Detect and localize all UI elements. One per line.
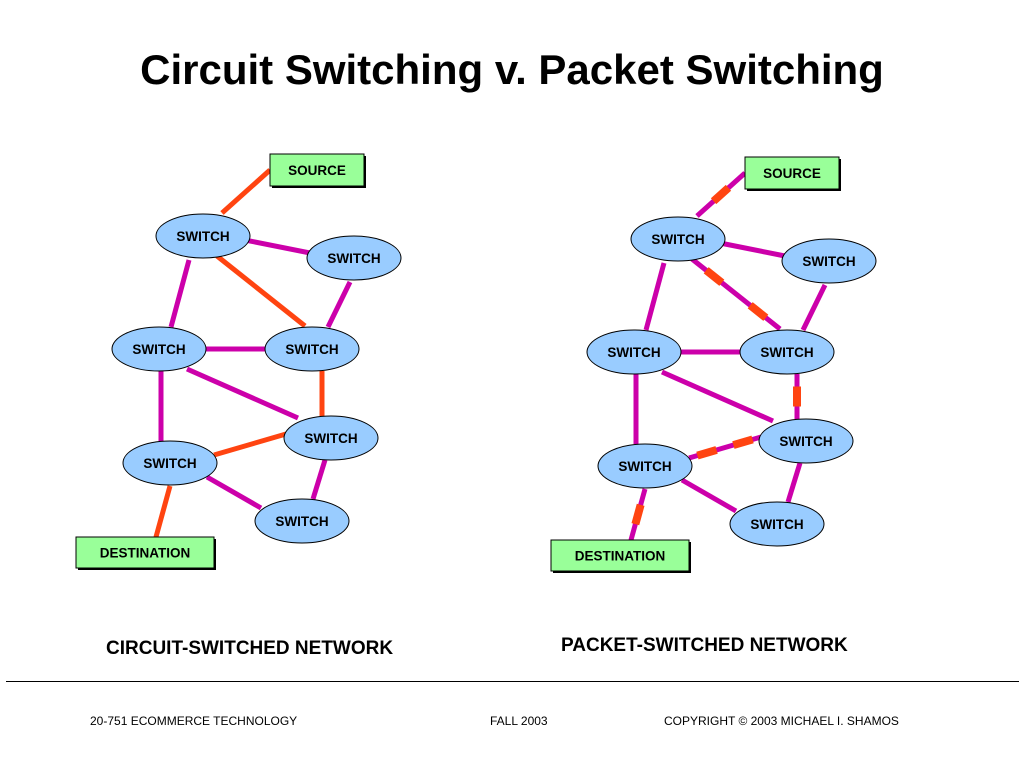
switch-node: SWITCH	[306, 235, 402, 281]
switch-node: SWITCH	[781, 238, 877, 284]
circuit-network-caption: CIRCUIT-SWITCHED NETWORK	[106, 638, 394, 659]
circuit-path-link	[220, 168, 272, 215]
slide-title: Circuit Switching v. Packet Switching	[140, 46, 884, 93]
network-link	[185, 366, 300, 421]
network-link	[244, 237, 311, 256]
switch-label: SWITCH	[779, 434, 832, 449]
switch-label: SWITCH	[750, 517, 803, 532]
source-node: SOURCE	[744, 156, 841, 191]
packet-segment	[732, 435, 754, 449]
switch-node: SWITCH	[254, 498, 350, 544]
footer-course: 20-751 ECOMMERCE TECHNOLOGY	[90, 714, 298, 728]
switch-node: SWITCH	[264, 326, 360, 372]
switch-label: SWITCH	[304, 431, 357, 446]
network-link	[800, 283, 828, 332]
switch-node: SWITCH	[155, 213, 251, 259]
destination-label: DESTINATION	[575, 549, 666, 564]
destination-label: DESTINATION	[100, 546, 191, 561]
footer-term: FALL 2003	[490, 714, 548, 728]
switch-node: SWITCH	[586, 329, 682, 375]
network-link	[660, 369, 775, 424]
packet-segment	[703, 267, 725, 286]
switch-label: SWITCH	[607, 345, 660, 360]
packet-switched-network: SOURCE DESTINATION SWITCH SWITCH SWITCH SWITC…	[550, 156, 877, 573]
circuit-path-link	[153, 485, 173, 538]
packet-segment	[710, 184, 732, 205]
switch-node: SWITCH	[758, 418, 854, 464]
packet-network-caption: PACKET-SWITCHED NETWORK	[561, 635, 848, 656]
switch-node: SWITCH	[597, 443, 693, 489]
network-link	[643, 262, 667, 331]
switch-label: SWITCH	[327, 251, 380, 266]
destination-node: DESTINATION	[550, 539, 691, 573]
switch-label: SWITCH	[176, 229, 229, 244]
switch-node: SWITCH	[111, 326, 207, 372]
footer-copyright: COPYRIGHT © 2003 MICHAEL I. SHAMOS	[664, 714, 899, 728]
switch-node: SWITCH	[122, 440, 218, 486]
packet-segment	[747, 302, 769, 321]
switch-label: SWITCH	[275, 514, 328, 529]
network-link	[785, 462, 803, 503]
switch-label: SWITCH	[285, 342, 338, 357]
source-label: SOURCE	[288, 163, 346, 178]
network-link	[168, 259, 192, 328]
switch-node: SWITCH	[739, 329, 835, 375]
switch-node: SWITCH	[630, 216, 726, 262]
switch-label: SWITCH	[132, 342, 185, 357]
network-link	[719, 240, 786, 259]
switch-label: SWITCH	[143, 456, 196, 471]
source-node: SOURCE	[269, 153, 366, 188]
packet-segment	[696, 446, 718, 460]
switch-label: SWITCH	[760, 345, 813, 360]
switch-label: SWITCH	[802, 254, 855, 269]
circuit-path-link	[213, 431, 287, 458]
network-link	[680, 477, 738, 514]
switch-node: SWITCH	[729, 501, 825, 547]
footer-divider	[6, 681, 1019, 682]
packet-segment	[631, 503, 645, 526]
switch-node: SWITCH	[283, 415, 379, 461]
network-link	[325, 280, 353, 329]
circuit-switched-network: SOURCE DESTINATION SWITCH SWITCH SWITCH SWITC…	[75, 153, 402, 570]
source-label: SOURCE	[763, 166, 821, 181]
circuit-path-link	[215, 254, 307, 328]
switch-label: SWITCH	[618, 459, 671, 474]
network-link	[205, 474, 263, 511]
network-link	[690, 257, 782, 331]
switch-label: SWITCH	[651, 232, 704, 247]
destination-node: DESTINATION	[75, 536, 216, 570]
network-link	[310, 459, 328, 500]
